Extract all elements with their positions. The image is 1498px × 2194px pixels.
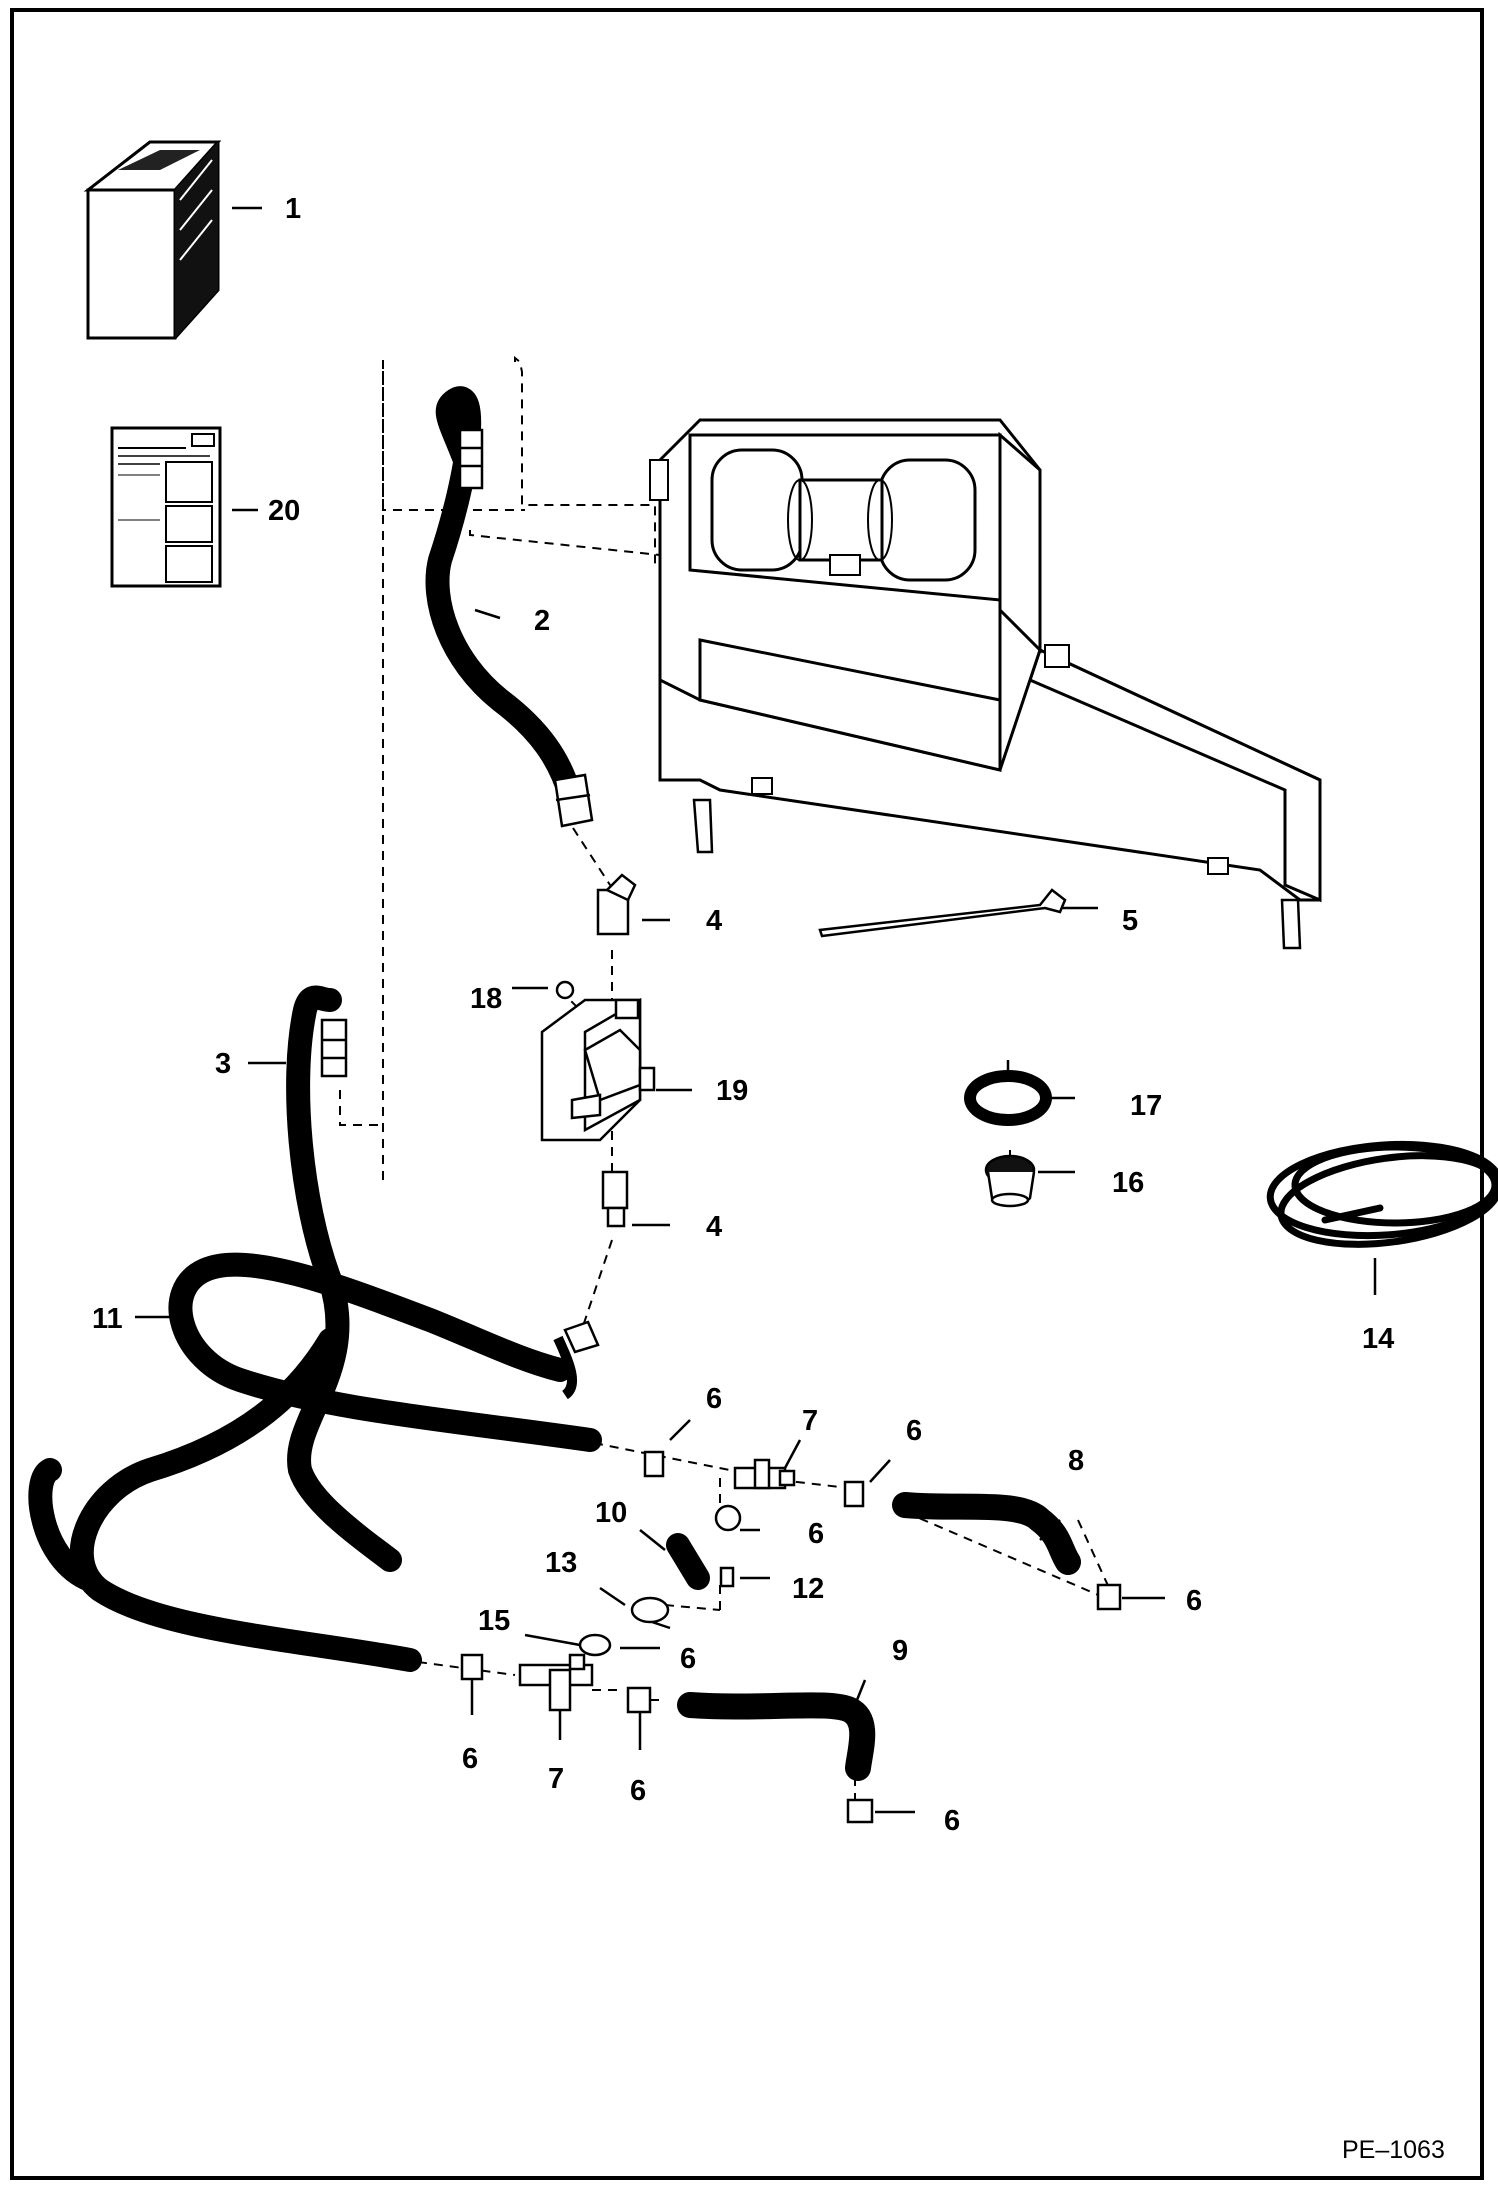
callout-15: 15 [478,1605,510,1637]
callout-6-a: 6 [706,1383,722,1415]
fittings [320,428,1122,1824]
callout-6-d: 6 [1186,1585,1202,1617]
callout-4-lower: 4 [706,1211,722,1243]
callout-8: 8 [1068,1445,1084,1477]
heater-unit [649,418,1322,950]
callout-14: 14 [1362,1323,1394,1355]
part-1-box [83,140,222,340]
callout-16: 16 [1112,1167,1144,1199]
callout-19: 19 [716,1075,748,1107]
callout-6-e: 6 [680,1643,696,1675]
callout-11: 11 [92,1303,123,1335]
callout-6-h: 6 [944,1805,960,1837]
callout-6-c: 6 [808,1518,824,1550]
leader-lines [135,206,1377,1814]
callout-1: 1 [285,193,301,225]
callout-7-upper: 7 [802,1405,818,1437]
diagram-frame [10,8,1484,2180]
part-20-instruction-sheet [110,426,222,588]
callout-6-g: 6 [630,1775,646,1807]
callout-9: 9 [892,1635,908,1667]
callout-13: 13 [545,1547,577,1579]
callout-12: 12 [792,1573,824,1605]
hoses [28,386,1498,1781]
callout-6-b: 6 [906,1415,922,1447]
callout-7-lower: 7 [548,1763,564,1795]
callout-18: 18 [470,983,502,1015]
callout-10: 10 [595,1497,627,1529]
callout-4-upper: 4 [706,905,722,937]
callout-6-f: 6 [462,1743,478,1775]
connection-lines [339,355,1111,1805]
callout-3: 3 [215,1048,231,1080]
callout-17: 17 [1130,1090,1162,1122]
callout-labels: 1 20 2 4 5 18 3 19 17 16 4 14 11 6 7 6 8… [92,193,1394,1837]
callout-5: 5 [1122,905,1138,937]
drawing-code: PE–1063 [1342,2136,1445,2164]
callout-20: 20 [268,495,300,527]
part-14-coil [1266,1140,1498,1248]
callout-2: 2 [534,605,550,637]
